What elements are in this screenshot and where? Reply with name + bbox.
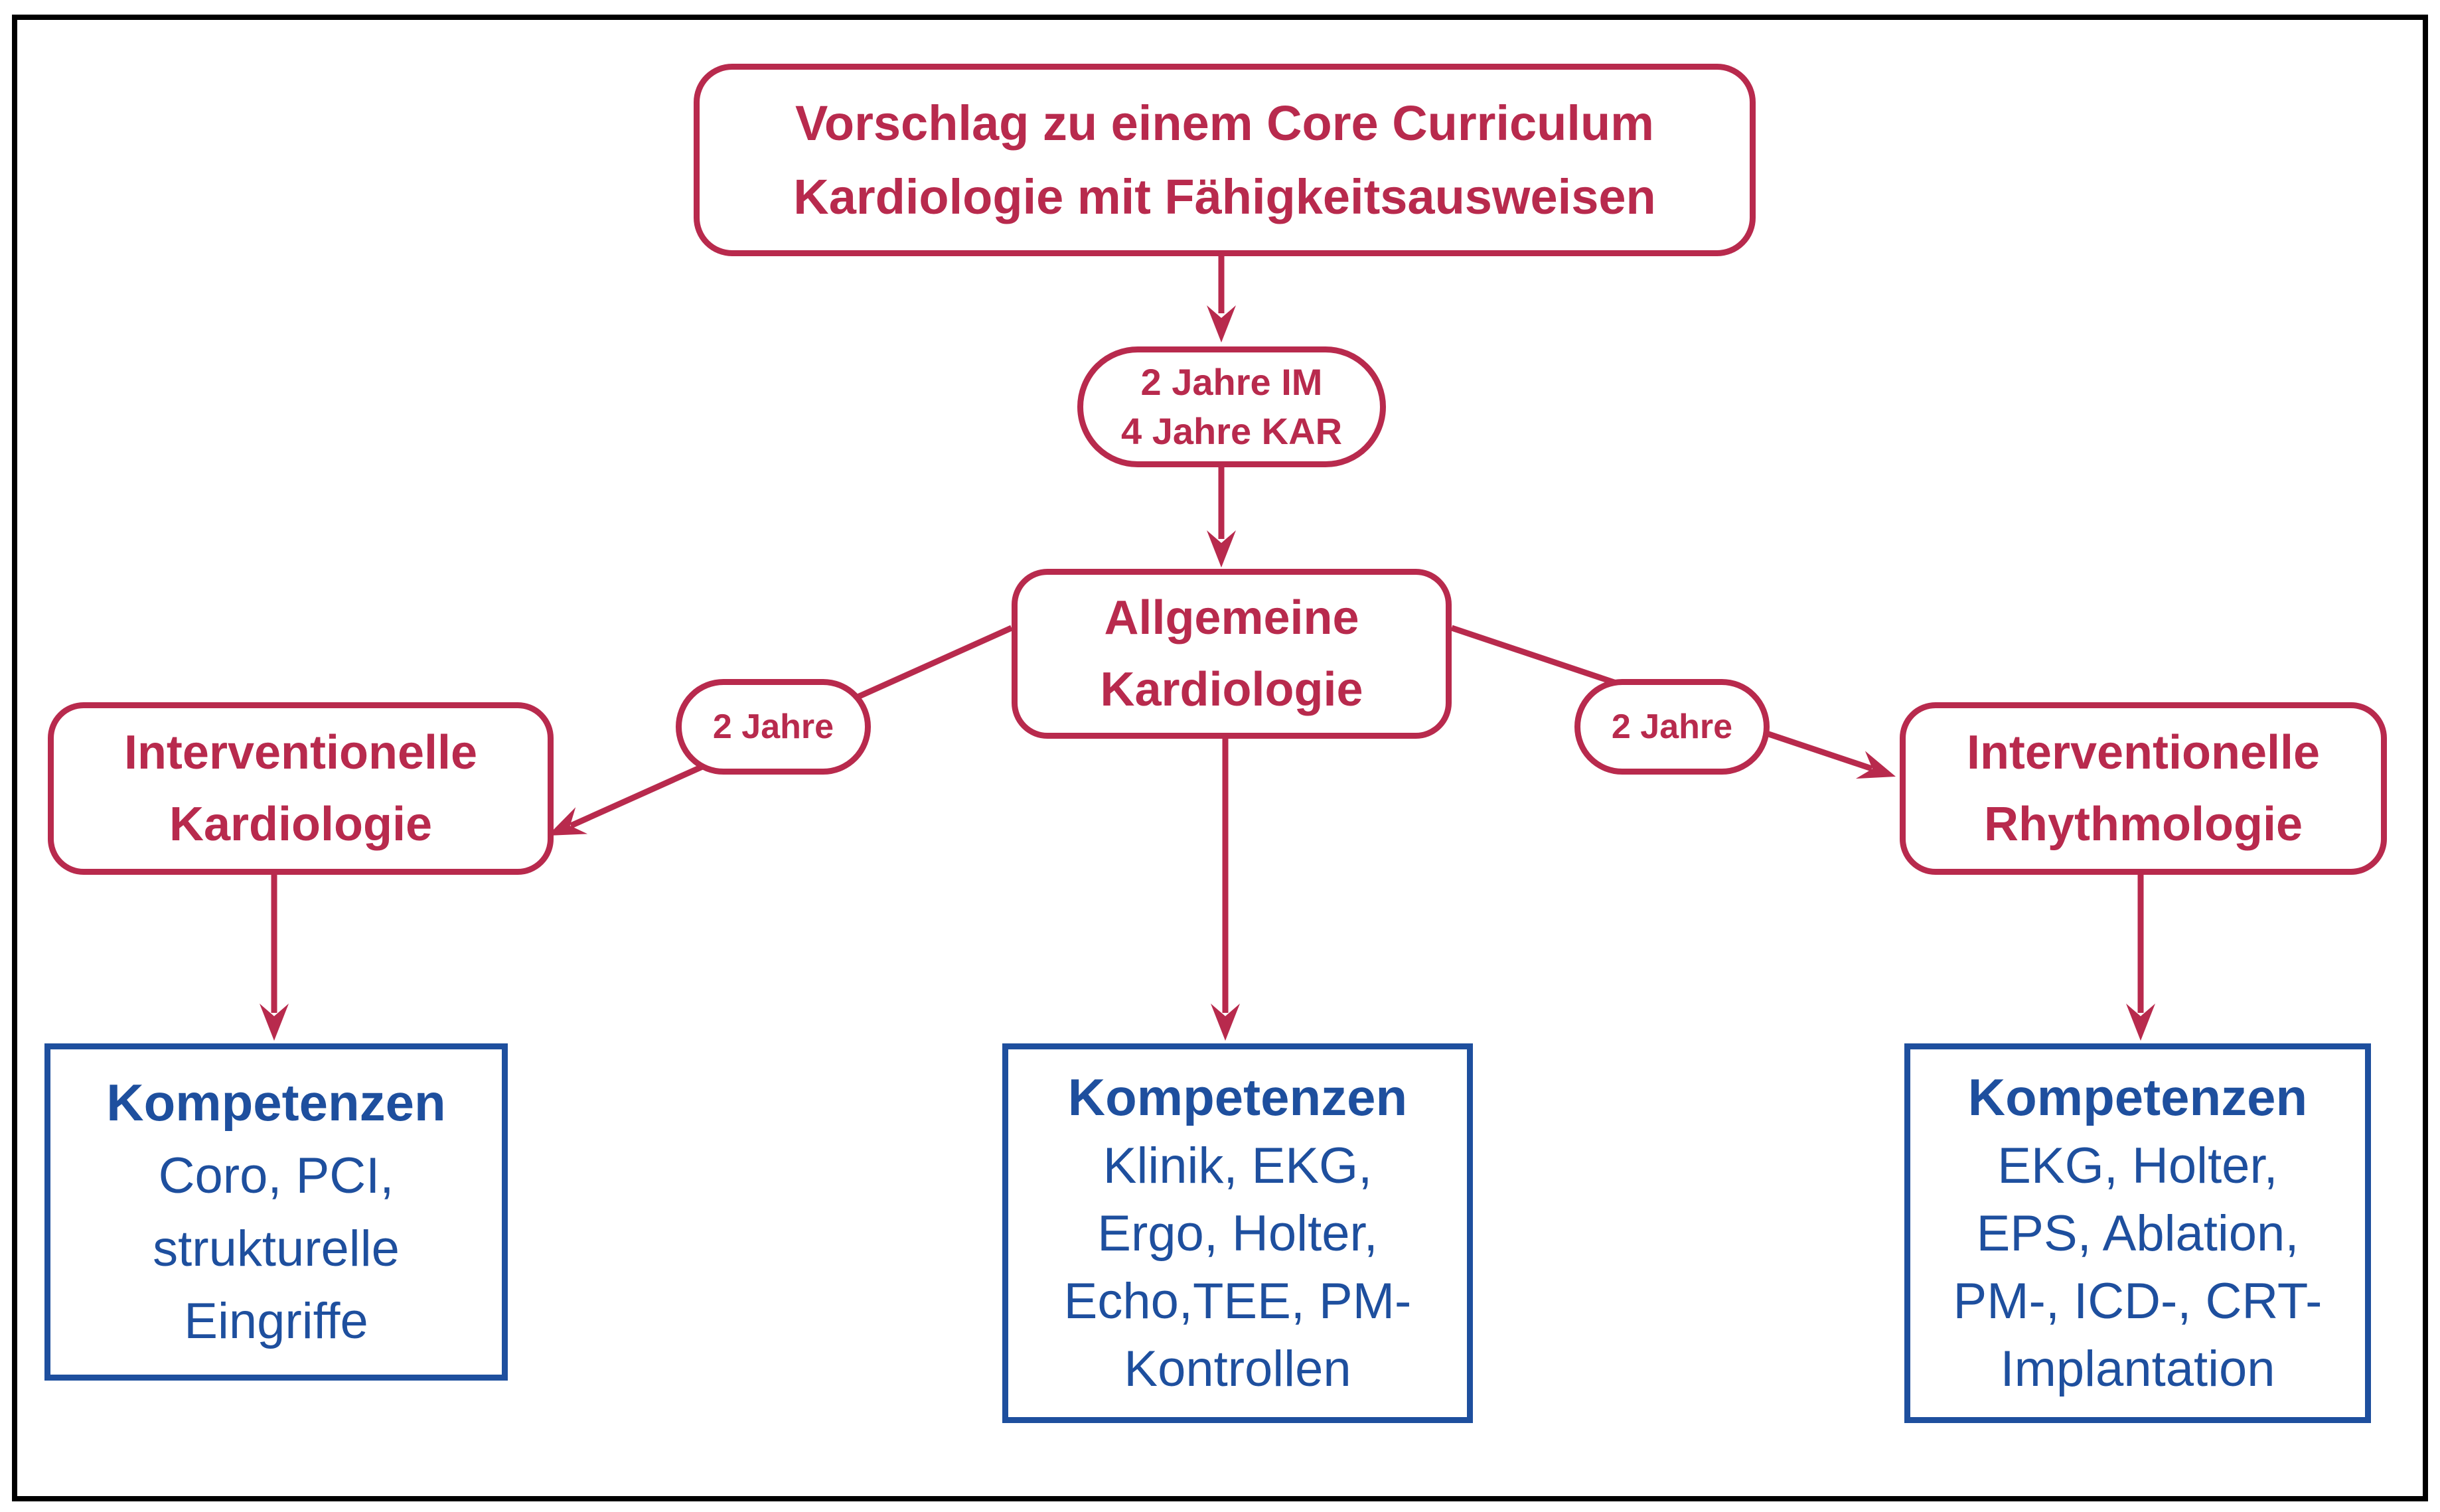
- interventional-cardiology-line-1: Interventionelle: [123, 726, 478, 779]
- right-branch-label: 2 Jahre: [1574, 679, 1770, 775]
- title-box: Vorschlag zu einem Core Curriculum Kardi…: [694, 64, 1756, 256]
- interventional-cardiology-line-2: Kardiologie: [169, 798, 433, 851]
- general-cardiology-box: Allgemeine Kardiologie: [1012, 569, 1452, 739]
- competences-left-box: Kompetenzen Coro, PCI, strukturelle Eing…: [44, 1043, 508, 1381]
- figure-border: [12, 15, 2428, 1501]
- competences-left-item: strukturelle: [153, 1220, 400, 1277]
- interventional-cardiology-box: Interventionelle Kardiologie: [48, 702, 554, 875]
- competences-center-item: Klinik, EKG,: [1103, 1138, 1373, 1195]
- competences-left-title: Kompetenzen: [106, 1073, 446, 1132]
- competences-left-item: Eingriffe: [184, 1293, 368, 1350]
- competences-center-item: Kontrollen: [1124, 1340, 1351, 1397]
- interventional-rhythmology-box: Interventionelle Rhythmologie: [1900, 702, 2387, 875]
- title-line-1: Vorschlag zu einem Core Curriculum: [795, 96, 1654, 151]
- duration-line-2: 4 Jahre KAR: [1120, 410, 1343, 452]
- competences-right-box: Kompetenzen EKG, Holter, EPS, Ablation, …: [1904, 1043, 2371, 1423]
- left-branch-label: 2 Jahre: [676, 679, 871, 775]
- right-branch-text: 2 Jahre: [1611, 708, 1733, 746]
- competences-right-item: EPS, Ablation,: [1976, 1205, 2299, 1262]
- interventional-rhythmology-line-2: Rhythmologie: [1984, 798, 2303, 851]
- competences-center-item: Echo,TEE, PM-: [1063, 1273, 1412, 1330]
- duration-line-1: 2 Jahre IM: [1140, 361, 1323, 404]
- competences-center-item: Ergo, Holter,: [1097, 1205, 1378, 1262]
- competences-right-item: PM-, ICD-, CRT-: [1953, 1273, 2323, 1330]
- competences-left-item: Coro, PCI,: [158, 1148, 394, 1205]
- competences-center-box: Kompetenzen Klinik, EKG, Ergo, Holter, E…: [1002, 1043, 1473, 1423]
- left-branch-text: 2 Jahre: [712, 708, 834, 746]
- competences-center-title: Kompetenzen: [1067, 1068, 1408, 1127]
- competences-right-item: EKG, Holter,: [1997, 1138, 2278, 1195]
- competences-right-item: Implantation: [2000, 1340, 2275, 1397]
- interventional-rhythmology-line-1: Interventionelle: [1966, 726, 2321, 779]
- arrow-general-to-center-competences: [1211, 739, 1240, 1041]
- arrow-title-to-duration: [1207, 256, 1236, 342]
- title-line-2: Kardiologie mit Fähigkeitsausweisen: [793, 169, 1656, 224]
- competences-right-title: Kompetenzen: [1967, 1068, 2308, 1127]
- arrow-cardiology-to-left-competences: [260, 875, 289, 1041]
- arrow-duration-to-general: [1207, 467, 1236, 567]
- general-line-1: Allgemeine: [1104, 591, 1359, 644]
- general-line-2: Kardiologie: [1100, 663, 1363, 716]
- arrow-rhythmology-to-right-competences: [2126, 875, 2155, 1041]
- duration-box: 2 Jahre IM 4 Jahre KAR: [1077, 346, 1386, 467]
